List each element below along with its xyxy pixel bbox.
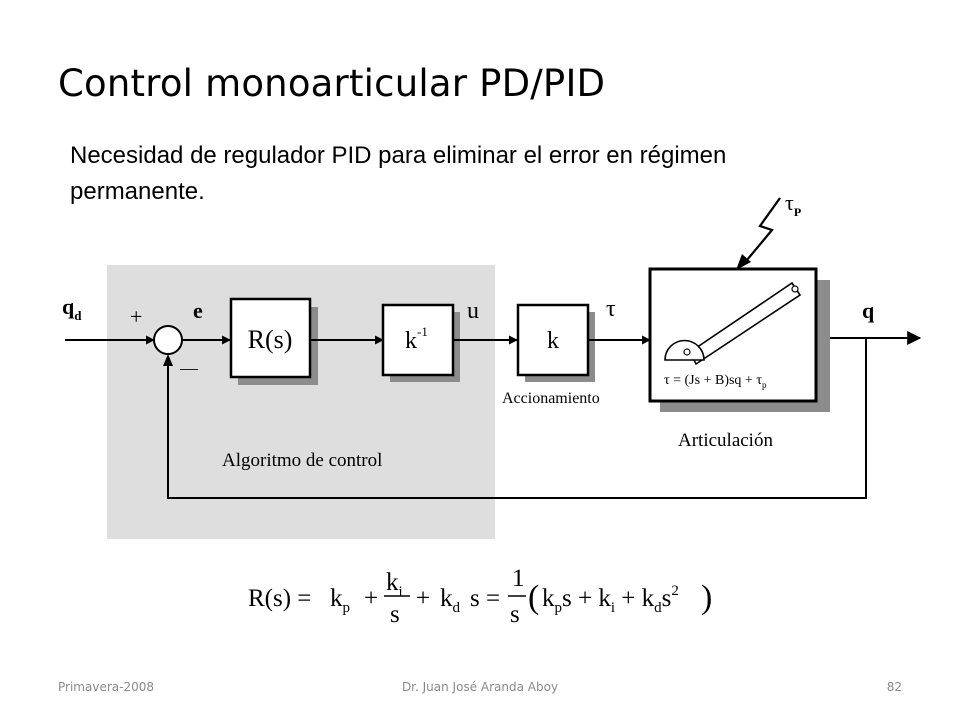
formula-open-paren: (	[528, 579, 539, 616]
controller-block	[229, 297, 312, 379]
formula-one-den: s	[510, 601, 520, 628]
formula-kd: kd	[440, 585, 461, 616]
joint-equation: τ = (Js + B)sq + τp	[664, 373, 767, 390]
formula-equals: =	[486, 585, 500, 612]
plus-sign: +	[130, 304, 142, 329]
formula-rhs: kps + ki + kds2	[542, 583, 679, 616]
feedback-arrowhead	[163, 354, 173, 366]
formula-one: 1	[512, 565, 525, 592]
kinv-block	[381, 303, 455, 377]
formula-kd-s: s	[470, 585, 480, 612]
formula-ki-num: ki	[386, 569, 403, 600]
tau-label: τ	[606, 296, 616, 322]
slide-title: Control monoarticular PD/PID	[58, 62, 606, 105]
disturbance-label: τP	[785, 190, 801, 219]
actuator-label: k	[547, 328, 559, 354]
actuator-caption: Accionamiento	[502, 390, 600, 407]
formula-plus1: +	[364, 585, 378, 612]
control-caption: Algoritmo de control	[222, 450, 382, 471]
input-label: qd	[62, 294, 82, 323]
summing-junction	[153, 325, 183, 355]
slide-subtitle: Necesidad de regulador PID para eliminar…	[70, 142, 727, 205]
minus-sign: —	[179, 358, 199, 378]
footer-author: Dr. Juan José Aranda Aboy	[401, 680, 559, 694]
disturbance-arrowhead	[736, 254, 751, 270]
disturbance-lightning-icon	[741, 197, 781, 267]
formula-close-paren: )	[701, 579, 712, 616]
output-label: q	[862, 298, 875, 323]
controller-label: R(s)	[248, 325, 293, 354]
formula-ki-den: s	[390, 601, 400, 628]
kinv-label: k-1	[405, 324, 428, 354]
joint-caption: Articulación	[678, 430, 773, 451]
robot-arm-icon	[664, 281, 802, 366]
formula-plus2: +	[416, 585, 430, 612]
formula-lhs: R(s) =	[248, 585, 311, 612]
footer-date: Primavera-2008	[58, 680, 154, 694]
footer-page-number: 82	[886, 680, 902, 694]
pid-formula: R(s) = kp + ki s + kd s = 1 s ( kps + ki…	[248, 565, 712, 628]
formula-kp: kp	[330, 585, 350, 616]
feedback-path	[167, 338, 867, 499]
error-label: e	[193, 298, 203, 323]
u-label: u	[467, 298, 479, 324]
